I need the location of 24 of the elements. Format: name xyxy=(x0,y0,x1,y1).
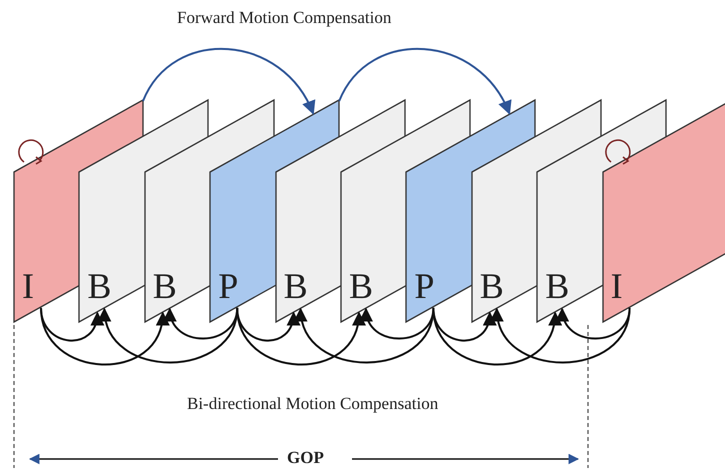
frame-type-letter: P xyxy=(218,268,238,304)
frame-type-letter: B xyxy=(545,268,570,304)
dimension-label: GOP xyxy=(287,448,324,468)
frame-type-letter: B xyxy=(152,268,177,304)
arrow xyxy=(236,308,364,366)
arrow xyxy=(492,308,631,364)
arrow xyxy=(360,308,434,340)
arrow xyxy=(296,308,434,364)
arrow xyxy=(99,308,238,364)
frame-type-letter: I xyxy=(610,268,623,304)
arrow xyxy=(142,48,314,115)
arrow xyxy=(432,308,560,366)
arrow xyxy=(557,308,631,340)
caption-text: Bi-directional Motion Compensation xyxy=(187,394,438,414)
arrow xyxy=(338,48,510,115)
frame-type-letter: B xyxy=(349,268,374,304)
frame-type-letter: B xyxy=(284,268,308,304)
caption-text: Forward Motion Compensation xyxy=(177,8,392,28)
frame-type-letter: I xyxy=(22,268,34,304)
arrow xyxy=(40,308,168,366)
arrow xyxy=(164,308,238,340)
frame-type-letter: P xyxy=(414,268,434,304)
frame-type-letter: B xyxy=(87,268,112,304)
frame-type-letter: B xyxy=(480,268,504,304)
